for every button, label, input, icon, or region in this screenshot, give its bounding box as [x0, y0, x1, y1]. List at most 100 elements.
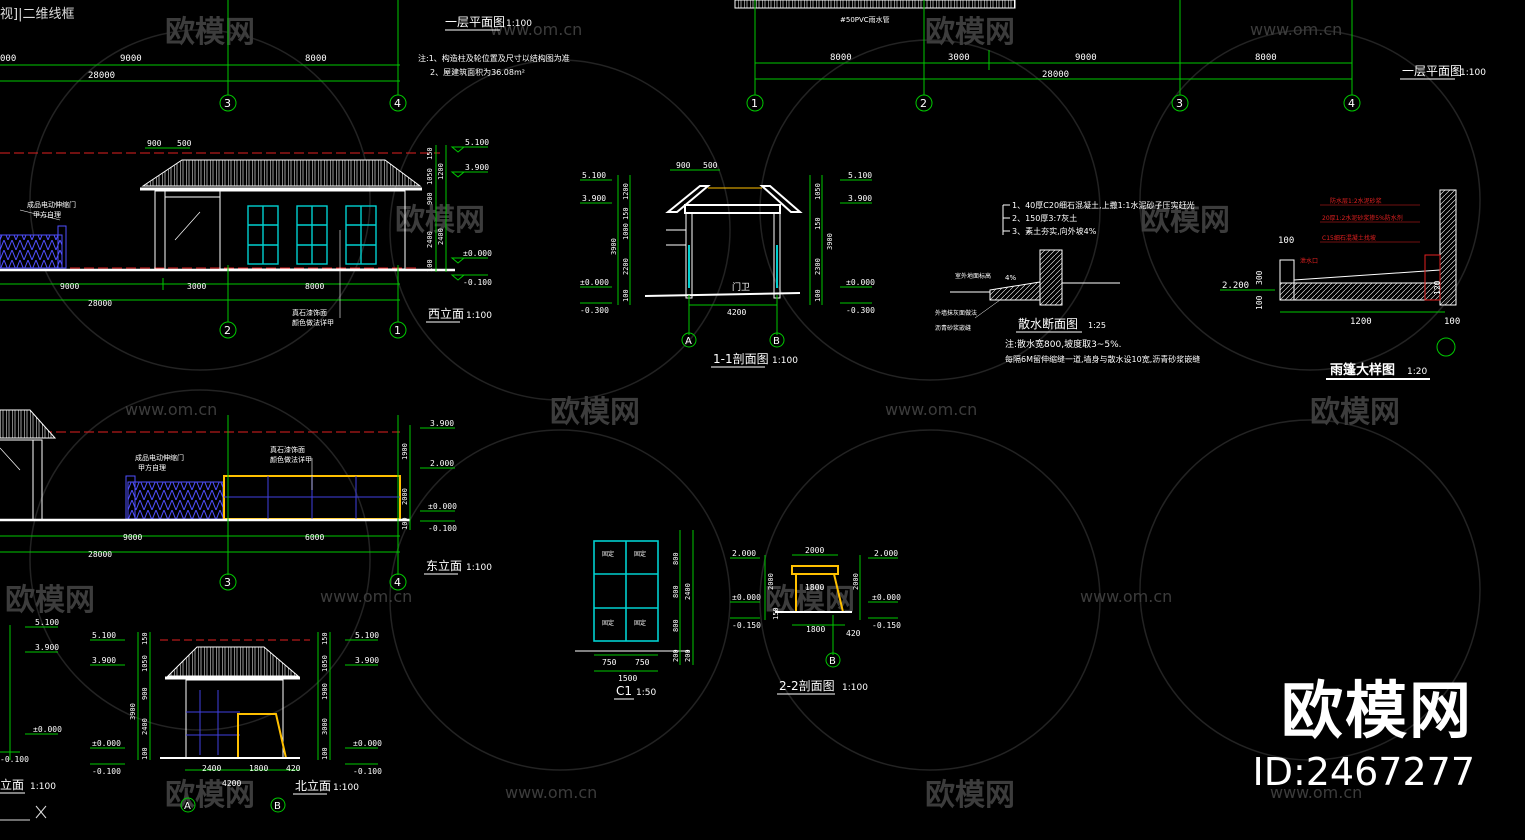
- ucs-axis-icon[interactable]: [0, 800, 50, 824]
- svg-text:3: 3: [224, 576, 231, 589]
- svg-text:1800: 1800: [805, 583, 824, 592]
- svg-text:100: 100: [141, 747, 149, 760]
- svg-text:欧模网: 欧模网: [925, 778, 1015, 813]
- svg-text:1: 1: [394, 324, 401, 337]
- section-1-1[interactable]: 门卫 900 500 4200 A B 1200 150 1000 2200 3…: [580, 161, 875, 368]
- svg-text:1200: 1200: [437, 163, 445, 180]
- svg-text:1050: 1050: [321, 655, 329, 672]
- svg-text:3000: 3000: [321, 718, 329, 735]
- svg-text:2.200: 2.200: [1222, 281, 1249, 291]
- plan-top-right[interactable]: #50PVC雨水管 8000 3000 9000 8000 28000 1 2 …: [734, 0, 1486, 112]
- svg-text:8000: 8000: [305, 282, 324, 291]
- svg-text:-0.100: -0.100: [0, 755, 29, 764]
- svg-text:150: 150: [321, 632, 329, 645]
- svg-text:-0.100: -0.100: [92, 767, 121, 776]
- svg-text:2400: 2400: [437, 228, 445, 245]
- svg-text:-0.300: -0.300: [580, 306, 609, 315]
- svg-text:-0.100: -0.100: [463, 278, 492, 287]
- svg-text:1050: 1050: [814, 183, 822, 200]
- svg-text:4: 4: [394, 576, 401, 589]
- svg-text:1200: 1200: [622, 183, 630, 200]
- svg-text:100: 100: [1444, 317, 1460, 327]
- watermark-url-6: www.om.cn: [1080, 587, 1172, 606]
- svg-text:颜色做法详甲: 颜色做法详甲: [270, 455, 312, 464]
- svg-text:1050: 1050: [141, 655, 149, 672]
- svg-text:3900: 3900: [826, 233, 834, 250]
- svg-text:8000: 8000: [830, 53, 852, 63]
- watermark-url-4: www.om.cn: [885, 400, 977, 419]
- svg-text:900: 900: [141, 687, 149, 700]
- svg-text:900: 900: [426, 192, 434, 205]
- svg-text:3、素土夯实,向外坡4%: 3、素土夯实,向外坡4%: [1012, 226, 1097, 236]
- svg-text:成品电动伸缩门: 成品电动伸缩门: [27, 200, 76, 209]
- svg-text:-0.150: -0.150: [872, 621, 901, 630]
- north-elevation[interactable]: 2400 1800 420 4200 A B 150 1050 900 2400…: [90, 631, 382, 813]
- svg-text:±0.000: ±0.000: [33, 725, 62, 734]
- plan-title: 一层平面图: [445, 15, 505, 29]
- south-elevation-partial[interactable]: 5.100 3.900 ±0.000 -0.100 立面 1:100: [0, 618, 62, 794]
- axis-label: 3: [224, 97, 231, 110]
- svg-text:420: 420: [846, 629, 861, 638]
- svg-text:2300: 2300: [814, 258, 822, 275]
- svg-text:100: 100: [1278, 236, 1294, 246]
- svg-text:注:散水宽800,坡度取3~5%.: 注:散水宽800,坡度取3~5%.: [1005, 338, 1121, 350]
- svg-text:A: A: [184, 801, 191, 812]
- watermark-url-8: www.om.cn: [1270, 783, 1362, 802]
- svg-text:2.000: 2.000: [874, 549, 898, 558]
- svg-text:3.900: 3.900: [355, 656, 379, 665]
- svg-text:120: 120: [1433, 280, 1442, 295]
- svg-text:3: 3: [1176, 97, 1183, 110]
- svg-text:000: 000: [0, 54, 16, 64]
- section-2-2[interactable]: 2000 1800 1800 420 2000 2000 150 2.000 ±…: [730, 546, 901, 695]
- svg-text:4200: 4200: [727, 308, 746, 317]
- svg-text:150: 150: [622, 207, 630, 220]
- svg-text:欧模网: 欧模网: [550, 395, 640, 430]
- svg-text:1800: 1800: [806, 625, 825, 634]
- svg-text:9000: 9000: [60, 282, 79, 291]
- svg-text:5.100: 5.100: [848, 171, 872, 180]
- svg-text:150: 150: [141, 632, 149, 645]
- svg-text:100: 100: [622, 289, 630, 302]
- svg-text:甲方自理: 甲方自理: [33, 210, 61, 219]
- svg-text:1:100: 1:100: [842, 683, 868, 693]
- svg-text:±0.000: ±0.000: [428, 502, 457, 511]
- svg-text:固定: 固定: [602, 619, 614, 627]
- window-c1-detail[interactable]: 固定固定 固定固定 750 750 1500 800 800 800 2400 …: [575, 530, 694, 700]
- canopy-detail[interactable]: 防水层1:2水泥砂浆 20厚1:2水泥砂浆掺5%防水剂 C15细石混凝土找坡 泄…: [1220, 189, 1460, 380]
- svg-text:100: 100: [321, 747, 329, 760]
- svg-text:2000: 2000: [852, 573, 860, 590]
- svg-text:室外地面标高: 室外地面标高: [955, 272, 991, 280]
- svg-text:5.100: 5.100: [35, 618, 59, 627]
- svg-text:750: 750: [602, 658, 617, 667]
- svg-text:2200: 2200: [622, 258, 630, 275]
- svg-text:颜色做法详甲: 颜色做法详甲: [292, 318, 334, 327]
- svg-text:1800: 1800: [249, 764, 268, 773]
- svg-text:150: 150: [772, 607, 780, 620]
- watermark-url-5: www.om.cn: [320, 587, 412, 606]
- svg-text:-0.100: -0.100: [353, 767, 382, 776]
- west-elevation[interactable]: 成品电动伸缩门 甲方自理 9000 3000 8000 28000 900 50…: [0, 138, 492, 339]
- svg-text:1000: 1000: [622, 223, 630, 240]
- svg-text:4%: 4%: [1005, 274, 1016, 282]
- svg-text:1900: 1900: [401, 443, 409, 460]
- svg-text:900: 900: [147, 139, 162, 148]
- svg-text:2400: 2400: [426, 231, 434, 248]
- viewport-view-label[interactable]: 视]|二维线框: [0, 7, 75, 22]
- ditch-title: 散水断面图: [1018, 316, 1078, 331]
- watermark-circles: [29, 29, 1481, 771]
- svg-text:1200: 1200: [1350, 317, 1372, 327]
- svg-text:4: 4: [1348, 97, 1355, 110]
- svg-text:1: 1: [751, 97, 758, 110]
- east-elevation[interactable]: 成品电动伸缩门 甲方自理 真石漆饰面 颜色做法详甲 9000 6000 2800…: [0, 409, 492, 591]
- svg-text:2400: 2400: [202, 764, 221, 773]
- watermark-url-1: www.om.cn: [490, 20, 582, 39]
- svg-text:B: B: [773, 336, 780, 347]
- plan-top-left[interactable]: 9000 8000 000 28000 3 4 一层平面图 1:100 注:1、…: [0, 0, 570, 112]
- corner-brand-logo: 欧模网: [1280, 674, 1473, 747]
- svg-text:欧模网: 欧模网: [5, 583, 95, 618]
- svg-text:8000: 8000: [1255, 53, 1277, 63]
- svg-text:3.900: 3.900: [465, 163, 489, 172]
- ditch-section-detail[interactable]: 1、40厚C20细石混凝土,上撒1:1水泥砂子压实赶光 2、150厚3:7灰土 …: [935, 200, 1200, 364]
- svg-text:9000: 9000: [123, 533, 142, 542]
